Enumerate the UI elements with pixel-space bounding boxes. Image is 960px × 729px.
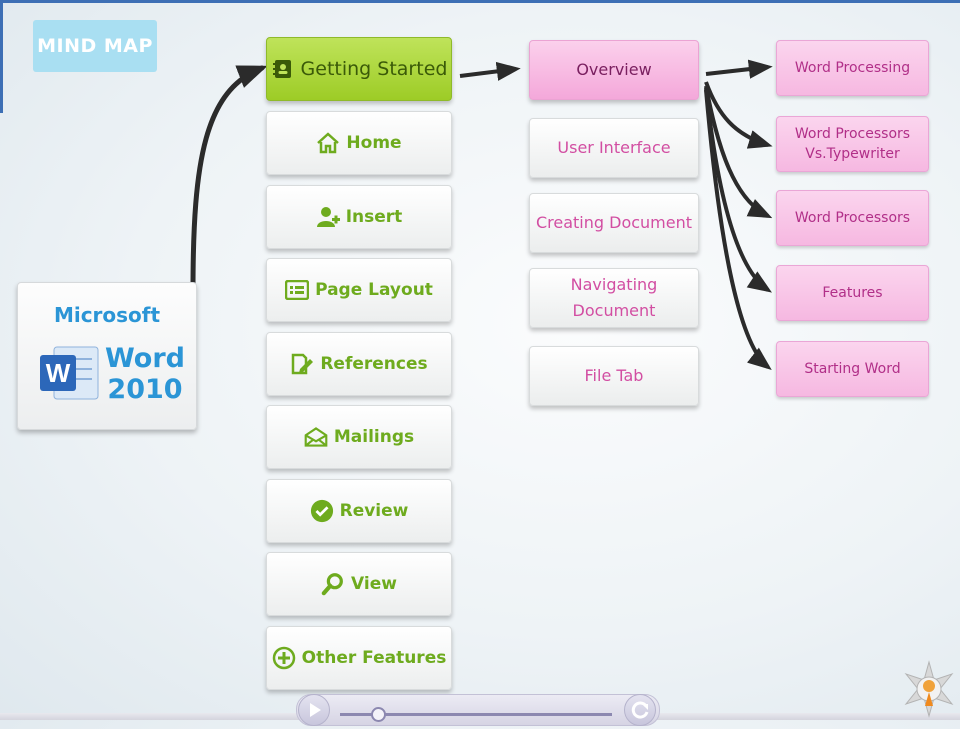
root-product-line-2: 2010 bbox=[107, 374, 183, 405]
nav-getting-started[interactable]: Getting Started bbox=[266, 37, 452, 101]
layout-icon bbox=[285, 278, 310, 302]
leaf-word-processors[interactable]: Word Processors bbox=[776, 190, 929, 246]
nav-mailings[interactable]: Mailings bbox=[266, 405, 452, 469]
leaf-word-processing[interactable]: Word Processing bbox=[776, 40, 929, 96]
plus-circle-icon bbox=[272, 646, 296, 670]
nav-page-layout[interactable]: Page Layout bbox=[266, 258, 452, 322]
nav-label: Insert bbox=[345, 207, 403, 227]
topic-creating-document[interactable]: Creating Document bbox=[529, 193, 699, 253]
root-product-line-1: Word bbox=[104, 343, 185, 374]
nav-label: References bbox=[320, 354, 428, 374]
nav-label: Page Layout bbox=[315, 280, 433, 300]
top-border bbox=[0, 0, 960, 3]
replay-button[interactable] bbox=[624, 694, 656, 726]
media-player bbox=[296, 694, 660, 726]
add-user-icon bbox=[316, 205, 340, 229]
nav-review[interactable]: Review bbox=[266, 479, 452, 543]
seek-track[interactable] bbox=[340, 713, 612, 716]
nav-label: Review bbox=[339, 501, 409, 521]
topic-overview[interactable]: Overview bbox=[529, 40, 699, 100]
root-title: Microsoft bbox=[53, 303, 161, 327]
nav-other-features[interactable]: Other Features bbox=[266, 626, 452, 690]
home-icon bbox=[316, 131, 340, 155]
edit-document-icon bbox=[290, 352, 314, 376]
nav-references[interactable]: References bbox=[266, 332, 452, 396]
topic-file-tab[interactable]: File Tab bbox=[529, 346, 699, 406]
nav-insert[interactable]: Insert bbox=[266, 185, 452, 249]
leaf-word-processors-vs-typewriter[interactable]: Word Processors Vs.Typewriter bbox=[776, 116, 929, 172]
nav-label: Getting Started bbox=[300, 58, 448, 80]
nav-label: Mailings bbox=[333, 427, 415, 447]
nav-label: Other Features bbox=[301, 648, 447, 668]
mind-map-label: MIND MAP bbox=[33, 20, 157, 72]
compass-logo-icon bbox=[904, 660, 954, 718]
leaf-features[interactable]: Features bbox=[776, 265, 929, 321]
connector-topic-to-leaf-5 bbox=[704, 89, 772, 370]
word-logo-letter: W bbox=[46, 358, 71, 388]
play-button[interactable] bbox=[298, 694, 330, 726]
root-node-microsoft-word[interactable]: Microsoft W Word 2010 bbox=[17, 282, 197, 430]
connector-topic-to-leaf-1 bbox=[705, 59, 773, 79]
nav-label: View bbox=[351, 574, 397, 594]
nav-view[interactable]: View bbox=[266, 552, 452, 616]
play-icon bbox=[310, 703, 321, 717]
connector-root-to-nav bbox=[190, 65, 268, 293]
topic-user-interface[interactable]: User Interface bbox=[529, 118, 699, 178]
leaf-starting-word[interactable]: Starting Word bbox=[776, 341, 929, 397]
magnifier-icon bbox=[321, 572, 345, 596]
envelope-icon bbox=[304, 425, 328, 449]
contact-book-icon bbox=[271, 57, 295, 81]
word-logo-icon: W bbox=[40, 346, 99, 400]
connector-topic-to-leaf-2 bbox=[704, 81, 773, 149]
replay-icon bbox=[631, 701, 649, 719]
left-border bbox=[0, 3, 3, 113]
connector-topic-to-leaf-3 bbox=[704, 85, 773, 219]
nav-label: Home bbox=[346, 133, 402, 153]
check-circle-icon bbox=[310, 499, 334, 523]
topic-navigating-document[interactable]: Navigating Document bbox=[529, 268, 699, 328]
root-product: Word 2010 bbox=[100, 343, 190, 405]
nav-home[interactable]: Home bbox=[266, 111, 452, 175]
connector-nav-to-topic bbox=[459, 61, 521, 81]
